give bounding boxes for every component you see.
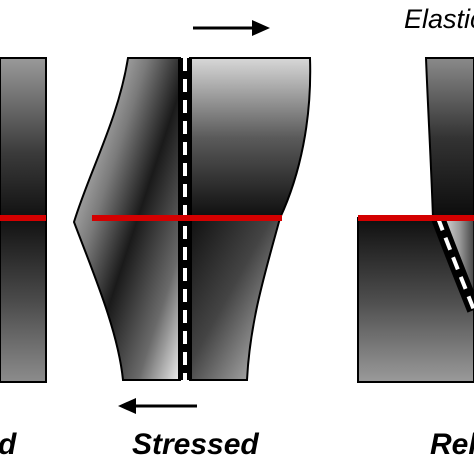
left-panel-label: d	[0, 428, 16, 462]
middle-right-block-top	[189, 57, 312, 219]
left-block-top	[0, 57, 47, 219]
middle-right-block-bottom	[189, 217, 282, 381]
right-block-top	[424, 57, 474, 219]
stressed-label: Stressed	[132, 428, 259, 461]
left-block-bottom	[0, 217, 47, 383]
right-panel	[357, 57, 474, 383]
arrow-right-icon	[193, 20, 270, 36]
elastic-label: Elastic	[404, 4, 474, 34]
right-road-stripe	[436, 217, 474, 311]
arrow-left-icon	[118, 398, 197, 414]
right-panel-label: Rel	[430, 428, 474, 461]
left-panel	[0, 57, 47, 383]
